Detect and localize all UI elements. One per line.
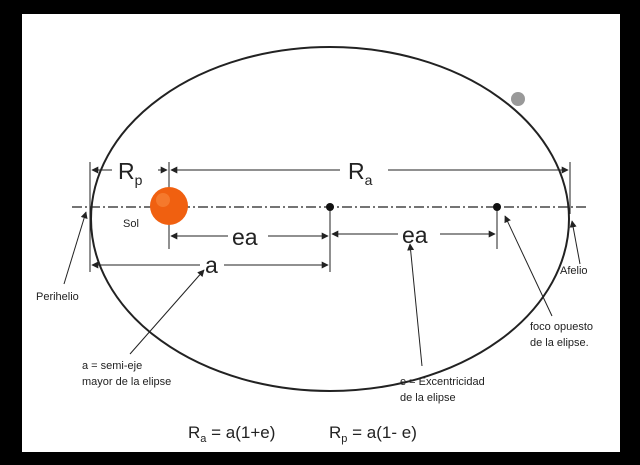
a-label: a [205,252,218,278]
foco-label-line1: foco opuesto [530,321,593,333]
foco-label-line2: de la elipse. [530,337,589,349]
rp-label: Rp [118,158,143,188]
opposite-focus-dot [493,203,501,211]
semieje-pointer [129,269,205,355]
excentricidad-label-line2: de la elipse [400,392,456,404]
orbit-ellipse [90,46,570,392]
ea-right-label: ea [402,222,428,248]
orbit-diagram: Rp Ra ea ea a Sol Perihelio Afelio foco … [36,46,593,445]
semieje-label-line2: mayor de la elipse [82,376,171,388]
ra-formula: Ra = a(1+e) [188,423,275,445]
foco-pointer [504,215,553,317]
semieje-label-line1: a = semi-eje [82,360,142,372]
afelio-pointer [569,220,581,265]
sol-label: Sol [123,218,139,230]
planet-icon [511,92,525,106]
diagram-canvas: Rp Ra ea ea a Sol Perihelio Afelio foco … [22,14,620,452]
ea-left-label: ea [232,224,258,250]
afelio-label: Afelio [560,265,588,277]
excentricidad-pointer [407,243,423,367]
excentricidad-label-line1: e = Excentricidad [400,376,485,388]
ellipse-center-dot [326,203,334,211]
perihelio-pointer [63,211,88,285]
ra-label: Ra [348,158,373,188]
sun-icon [150,187,188,225]
perihelio-label: Perihelio [36,291,79,303]
rp-formula: Rp = a(1- e) [329,423,417,445]
